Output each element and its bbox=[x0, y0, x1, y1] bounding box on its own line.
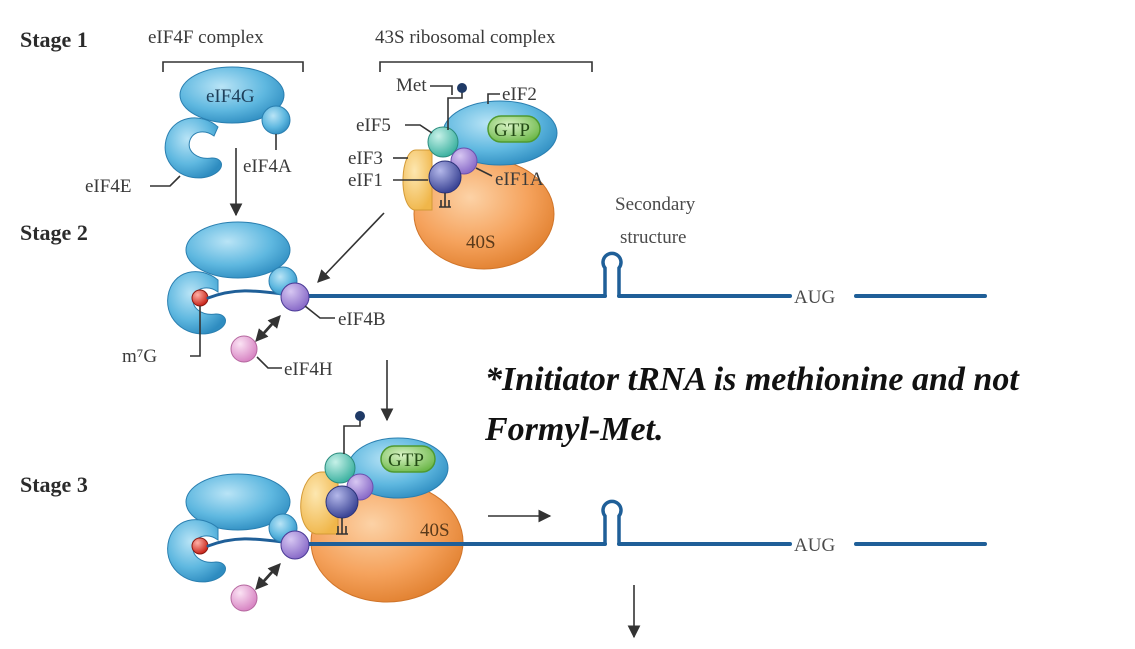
stage2-eif4g-shape bbox=[185, 221, 291, 279]
note-line-1: *Initiator tRNA is methionine and not bbox=[485, 361, 1020, 398]
stage3-ribosome-40s-label: 40S bbox=[420, 520, 450, 541]
eif5-leader bbox=[405, 124, 433, 134]
stage2-eif4h-shape bbox=[230, 335, 258, 363]
stage3-eif1-shape bbox=[325, 485, 359, 519]
stage2-m7g-cap bbox=[191, 289, 209, 307]
stage-2-label: Stage 2 bbox=[20, 220, 88, 245]
gtp-label: GTP bbox=[494, 120, 530, 141]
stage2-hairpin bbox=[601, 251, 623, 298]
stage3-gtp-badge bbox=[380, 445, 436, 473]
stage2-eif4h-arrow-up bbox=[262, 315, 281, 336]
stage3-eif5-shape bbox=[324, 452, 356, 484]
stage3-hairpin bbox=[601, 499, 623, 546]
eif2-leader bbox=[487, 93, 500, 104]
eif1a-leader bbox=[475, 167, 493, 177]
eif4f-complex-label: eIF4F complex bbox=[148, 27, 264, 48]
eif1a-label: eIF1A bbox=[495, 169, 544, 190]
gtp-badge bbox=[487, 115, 541, 143]
stage3-eif4g-shape bbox=[185, 473, 291, 531]
met-trna-stem bbox=[447, 90, 463, 130]
stage2-eif4b-label: eIF4B bbox=[338, 309, 386, 330]
eif4a-shape bbox=[261, 105, 291, 135]
stage2-eif4h-leader bbox=[256, 356, 282, 369]
stage3-eif4h-arrow-up bbox=[262, 563, 281, 584]
ribosomal-43s-complex-group: 43S ribosomal complex 40S GTP Met eIF2 e… bbox=[317, 27, 593, 283]
eif4e-label: eIF4E bbox=[85, 176, 131, 197]
eif4f-bracket bbox=[162, 61, 304, 72]
stage-1-label: Stage 1 bbox=[20, 27, 88, 52]
eif1-shape bbox=[428, 160, 462, 194]
stage2-eif4h-arrow-down bbox=[255, 321, 274, 342]
eif1-label: eIF1 bbox=[348, 170, 383, 191]
stage3-eif3-shape bbox=[300, 471, 339, 535]
eif2-label: eIF2 bbox=[502, 84, 537, 105]
stage2-aug-label: AUG bbox=[794, 287, 835, 308]
secondary-structure-label-line1: Secondary bbox=[615, 194, 696, 215]
eif4g-shape bbox=[179, 66, 285, 124]
eif4g-label: eIF4G bbox=[206, 86, 255, 107]
ribosomal-43s-bracket bbox=[379, 61, 593, 72]
stage3-aug-label: AUG bbox=[794, 535, 835, 556]
eif5-label: eIF5 bbox=[356, 115, 391, 136]
trna-anticodon-symbol bbox=[439, 193, 451, 208]
met-dot bbox=[457, 83, 467, 93]
eif4a-label: eIF4A bbox=[243, 156, 292, 177]
stage2-eif4b-shape bbox=[280, 282, 310, 312]
eif3-label: eIF3 bbox=[348, 148, 383, 169]
met-leader bbox=[430, 85, 453, 95]
stage3-met-dot bbox=[355, 411, 365, 421]
stage3-m7g-cap bbox=[191, 537, 209, 555]
43s-to-stage2-arrow bbox=[317, 212, 385, 283]
stage2-m7g-label: m⁷G bbox=[122, 346, 157, 367]
stage2-eif4h-label: eIF4H bbox=[284, 359, 333, 380]
ribosomal-43s-label: 43S ribosomal complex bbox=[375, 27, 556, 48]
ribosome-40s-label: 40S bbox=[466, 232, 496, 253]
stage2-m7g-leader bbox=[190, 306, 201, 357]
stage3-group: 40S GTP AUG bbox=[167, 411, 987, 639]
stage3-eif4h-shape bbox=[230, 584, 258, 612]
met-label: Met bbox=[396, 75, 427, 96]
eif4f-complex-group: eIF4F complex eIF4G eIF4E eIF4A bbox=[85, 27, 304, 217]
stage3-trna-anticodon-symbol bbox=[336, 518, 348, 535]
eif4e-shape bbox=[164, 117, 222, 179]
secondary-structure-label-line2: structure bbox=[620, 227, 686, 248]
stage3-eif4h-arrow-down bbox=[255, 569, 274, 590]
stage3-eif4b-shape bbox=[280, 530, 310, 560]
stage2-eif4b-leader bbox=[304, 305, 335, 319]
eif5-shape bbox=[427, 126, 459, 158]
note-line-2: Formyl-Met. bbox=[484, 411, 663, 448]
stage3-met-trna-stem bbox=[343, 418, 361, 454]
stage2-group: AUG eIF4B m⁷G eIF4H bbox=[122, 221, 987, 422]
stage-3-label: Stage 3 bbox=[20, 472, 88, 497]
eif4e-leader bbox=[150, 175, 181, 187]
stage3-gtp-label: GTP bbox=[388, 450, 424, 471]
